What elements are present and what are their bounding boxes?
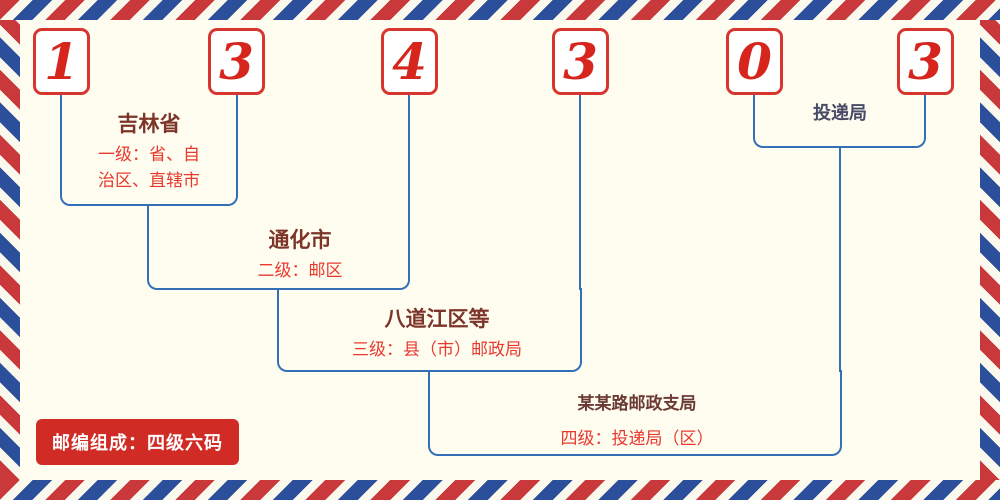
level3-description: 三级：县（市）邮政局 (352, 340, 522, 360)
digit-box-1: 1 (33, 28, 90, 95)
label-level1: 吉林省 一级：省、自治区、直辖市 (90, 112, 208, 193)
level4-branch-name: 某某路邮政支局 (577, 394, 697, 413)
digit-1: 1 (44, 31, 79, 91)
digit-box-2: 3 (208, 28, 265, 95)
digit-2: 3 (219, 31, 254, 91)
digit-3: 4 (392, 31, 427, 91)
digit-box-5: 0 (726, 28, 783, 95)
composition-badge: 邮编组成：四级六码 (36, 419, 239, 465)
connector-delivery-bracket (753, 95, 926, 148)
connector-level3-vertical (579, 95, 581, 290)
airmail-border-bottom (0, 480, 1000, 500)
digit-box-6: 3 (897, 28, 954, 95)
digit-5: 0 (737, 31, 772, 91)
level4-description: 四级：投递局（区） (560, 429, 714, 449)
airmail-border-top (0, 0, 1000, 20)
digit-box-4: 3 (552, 28, 609, 95)
digit-4: 3 (563, 31, 598, 91)
connector-level4-vertical (839, 146, 841, 372)
delivery-office-name: 投递局 (813, 103, 867, 123)
level1-region-name: 吉林省 (117, 113, 181, 136)
digit-box-3: 4 (381, 28, 438, 95)
digit-6: 3 (908, 31, 943, 91)
label-level3: 八道江区等 三级：县（市）邮政局 (327, 307, 547, 363)
connector-level4-elbow (428, 370, 842, 456)
connector-level2-vertical (408, 95, 410, 206)
label-delivery-office: 投递局 (770, 103, 910, 125)
label-level2: 通化市 二级：邮区 (230, 228, 370, 284)
airmail-border-right (980, 20, 1000, 480)
airmail-border-left (0, 20, 20, 480)
level2-description: 二级：邮区 (257, 261, 343, 281)
label-level4: 某某路邮政支局 四级：投递局（区） (537, 394, 737, 452)
level1-description: 一级：省、自治区、直辖市 (98, 145, 200, 190)
level3-region-name: 八道江区等 (384, 308, 490, 331)
level2-region-name: 通化市 (268, 229, 332, 252)
